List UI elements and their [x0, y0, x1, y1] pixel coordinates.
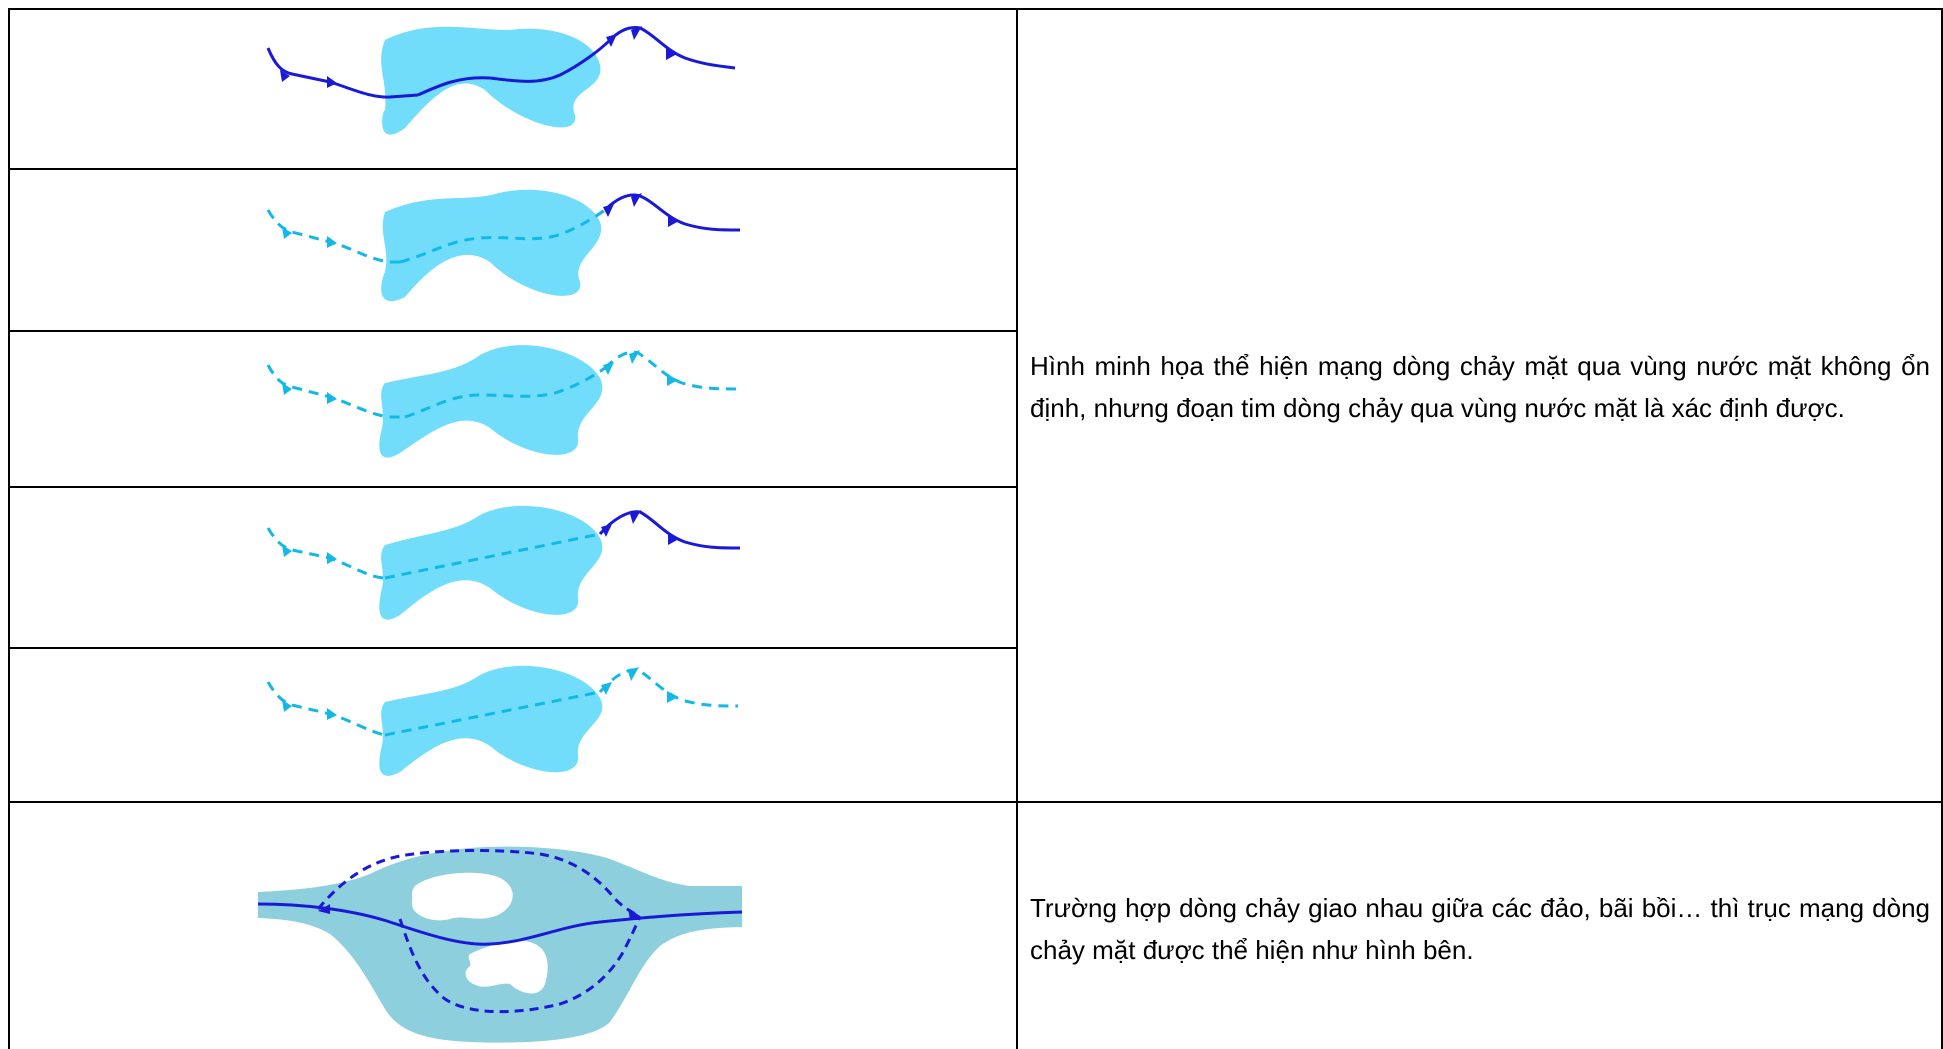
arrow-head [282, 227, 292, 239]
island-upper [411, 872, 513, 921]
column-divider [1016, 8, 1018, 1049]
through-lake-dashed [399, 208, 606, 264]
arrow-head [282, 383, 292, 395]
side-flow-upper-dashed [316, 848, 641, 918]
arrow-head [629, 350, 640, 364]
arrow-head [667, 691, 678, 703]
row-divider-4 [8, 647, 1018, 649]
arrow-head [327, 392, 337, 404]
lake-shape [381, 189, 602, 302]
arrow-head [280, 70, 290, 82]
row-divider-1 [8, 168, 1018, 170]
table-border-right [1941, 8, 1943, 1049]
through-lake-dashed-straight [384, 690, 601, 737]
row-divider-main [8, 801, 1943, 803]
downstream-dashed [598, 668, 739, 708]
upstream-dashed [266, 681, 386, 737]
lake-shape [379, 505, 603, 620]
arrow-head [631, 193, 642, 207]
row-divider-3 [8, 486, 1018, 488]
description-braided-channel: Trường hợp dòng chảy giao nhau giữa các … [1030, 893, 1930, 965]
arrow-head [603, 362, 614, 375]
figure-4-svg [266, 505, 741, 620]
table-border-left [8, 8, 10, 1049]
arrow-head [318, 904, 330, 914]
through-lake-dashed [404, 366, 606, 419]
arrow-head [631, 26, 642, 40]
arrow-head [630, 510, 641, 524]
arrow-head [628, 908, 640, 920]
through-lake-solid [417, 38, 612, 97]
description-unstable-lake: Hình minh họa thể hiện mạng dòng chảy mặ… [1030, 351, 1930, 423]
figure-2-svg [266, 189, 741, 302]
downstream-solid [598, 510, 741, 550]
arrow-head [628, 667, 639, 681]
arrow-head [327, 236, 337, 248]
through-lake-dashed-straight [384, 532, 601, 580]
arrow-head [601, 524, 612, 537]
arrow-head [668, 533, 679, 545]
figure-6-svg [255, 804, 755, 1049]
downstream-solid [603, 193, 741, 232]
downstream-solid [608, 26, 736, 70]
arrow-head [667, 374, 678, 386]
lake-shape [379, 665, 603, 776]
arrow-head [601, 682, 612, 695]
arrow-head [603, 204, 614, 217]
figure-3-svg [266, 345, 739, 458]
side-flow-lower-dashed [398, 915, 642, 1014]
arrow-head [666, 48, 677, 60]
arrow-head [282, 545, 292, 557]
table-border-top [8, 8, 1943, 10]
lake-shape [379, 345, 603, 458]
upstream-dashed [266, 527, 386, 580]
lake-shape [381, 26, 601, 135]
figure-1-svg [266, 26, 736, 135]
island-lower [465, 940, 548, 994]
arrow-head [327, 76, 337, 88]
arrow-head [327, 708, 337, 720]
arrow-head [282, 700, 292, 712]
arrow-head [606, 34, 617, 47]
main-flow-solid [257, 902, 743, 946]
figure-5-svg [266, 665, 739, 776]
downstream-dashed [603, 350, 739, 391]
arrow-head [327, 552, 337, 564]
row-divider-2 [8, 330, 1018, 332]
arrow-head [668, 215, 679, 227]
